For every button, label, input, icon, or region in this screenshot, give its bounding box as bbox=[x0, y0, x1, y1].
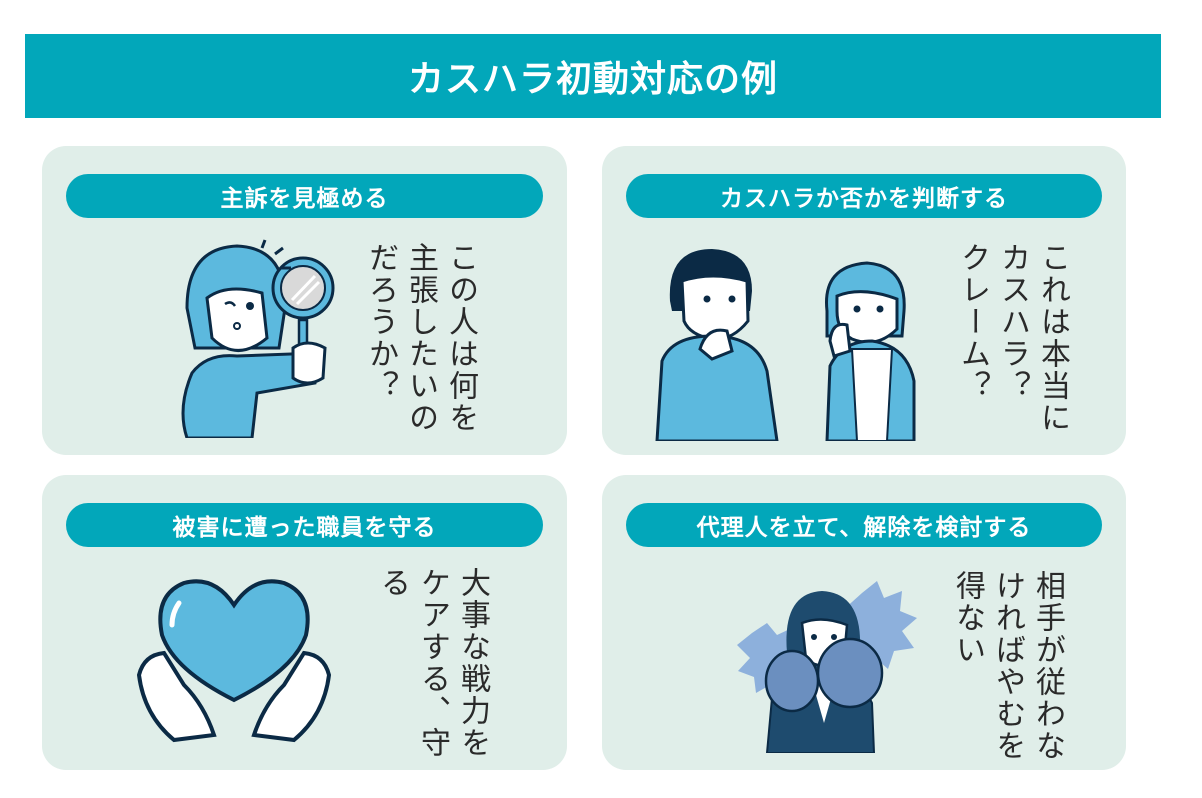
two-people-thinking-icon bbox=[655, 249, 916, 441]
page-title: カスハラ初動対応の例 bbox=[407, 59, 778, 100]
card-title: 代理人を立て、解除を検討する bbox=[626, 503, 1102, 547]
card-protect-staff: 被害に遭った職員を守る 大事な戦力を ケアする、守る bbox=[42, 475, 567, 770]
header-banner: カスハラ初動対応の例 bbox=[25, 34, 1161, 118]
card-title: カスハラか否かを判断する bbox=[626, 174, 1102, 218]
card-description: 大事な戦力を ケアする、守る bbox=[375, 567, 490, 759]
card-description: この人は何を 主張したいの だろうか？ bbox=[363, 242, 478, 434]
card-appoint-representative: 代理人を立て、解除を検討する 相手が従わな ければやむを 得ない bbox=[602, 475, 1126, 770]
hands-holding-heart-icon bbox=[136, 579, 332, 743]
card-judge-harassment: カスハラか否かを判断する これは本当に カスハラ？ クレーム？ bbox=[602, 146, 1126, 455]
card-description: これは本当に カスハラ？ クレーム？ bbox=[955, 242, 1070, 434]
card-title: 主訴を見極める bbox=[66, 174, 543, 218]
card-description: 相手が従わな ければやむを 得ない bbox=[950, 570, 1065, 762]
businesswoman-boxing-icon bbox=[737, 581, 917, 753]
card-identify-complaint: 主訴を見極める この人は何を 主張したいの だろうか？ bbox=[42, 146, 567, 455]
card-title: 被害に遭った職員を守る bbox=[66, 503, 543, 547]
woman-magnifying-glass-icon bbox=[181, 239, 335, 438]
